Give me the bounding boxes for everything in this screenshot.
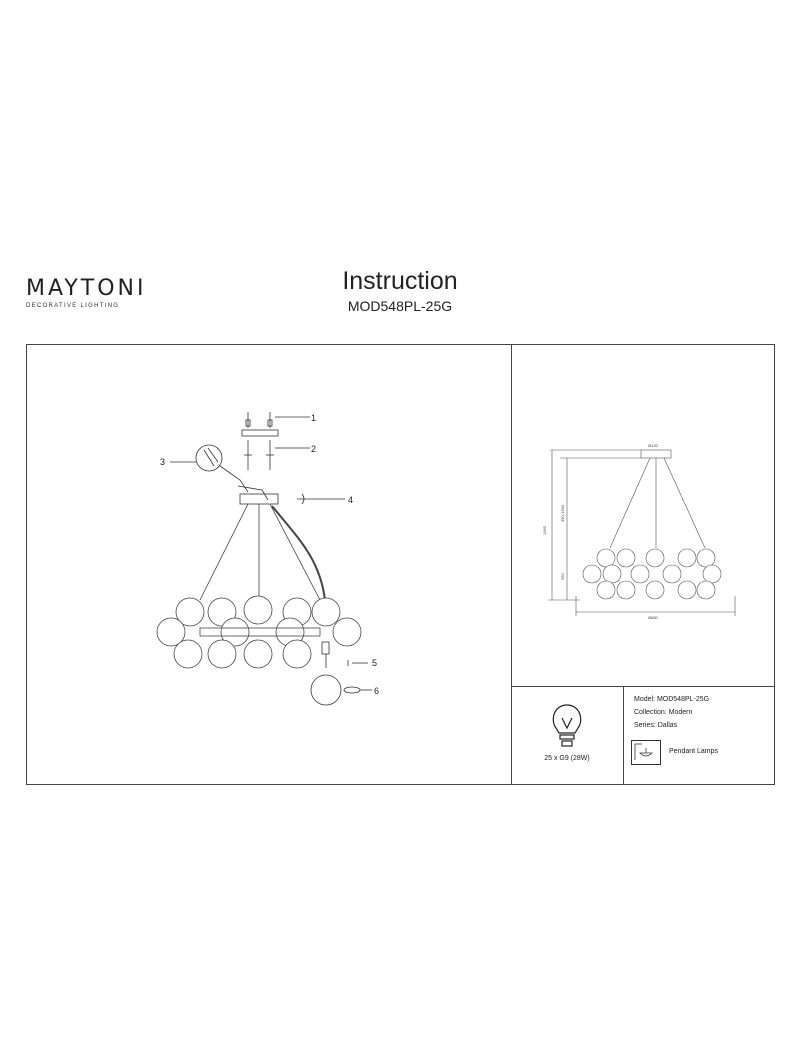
info-divider bbox=[623, 686, 624, 785]
frame-divider-horizontal bbox=[511, 686, 775, 687]
ceiling-screws bbox=[245, 412, 310, 428]
glass-globes bbox=[156, 595, 362, 669]
dim-body-height: 250 bbox=[560, 573, 565, 580]
info-type: Pendant Lamps bbox=[669, 748, 719, 755]
dimension-drawing bbox=[548, 449, 736, 616]
callout-1: 1 bbox=[311, 413, 317, 423]
frame-divider-vertical bbox=[511, 344, 512, 785]
info-series: Series: Dallas bbox=[634, 722, 678, 729]
callout-3: 3 bbox=[160, 457, 166, 467]
model-code: MOD548PL-25G bbox=[347, 298, 453, 314]
callout-6: 6 bbox=[374, 686, 380, 696]
suspension-cables bbox=[199, 503, 326, 601]
dim-total-height: 1363 bbox=[542, 525, 547, 535]
brand-name: MAYTONI bbox=[26, 276, 147, 301]
brand-tagline: DECORATIVE LIGHTING bbox=[26, 303, 120, 309]
callout-2: 2 bbox=[311, 444, 317, 454]
wire-connector bbox=[170, 444, 249, 493]
callout-4: 4 bbox=[348, 495, 354, 505]
callout-5: 5 bbox=[372, 658, 378, 668]
canopy bbox=[237, 485, 345, 505]
page-title: Instruction bbox=[342, 267, 458, 295]
brand-logo: MAYTONI DECORATIVE LIGHTING bbox=[26, 276, 166, 310]
dim-width: Ø650 bbox=[648, 615, 659, 620]
single-globe bbox=[310, 674, 372, 706]
instruction-frame bbox=[26, 344, 775, 785]
bulb-spec: 25 x G9 (28W) bbox=[544, 755, 590, 762]
bulb-icon bbox=[552, 704, 582, 747]
info-collection: Collection: Modern bbox=[634, 709, 693, 716]
bulb-part bbox=[321, 641, 368, 668]
dim-canopy: Ø120 bbox=[648, 443, 659, 448]
mounting-bar bbox=[241, 429, 310, 470]
type-icon-box bbox=[631, 740, 661, 765]
pendant-type-icon bbox=[634, 743, 653, 760]
info-model: Model: MOD548PL-25G bbox=[634, 696, 710, 703]
dim-adjustable: 390-1390 bbox=[560, 504, 565, 522]
